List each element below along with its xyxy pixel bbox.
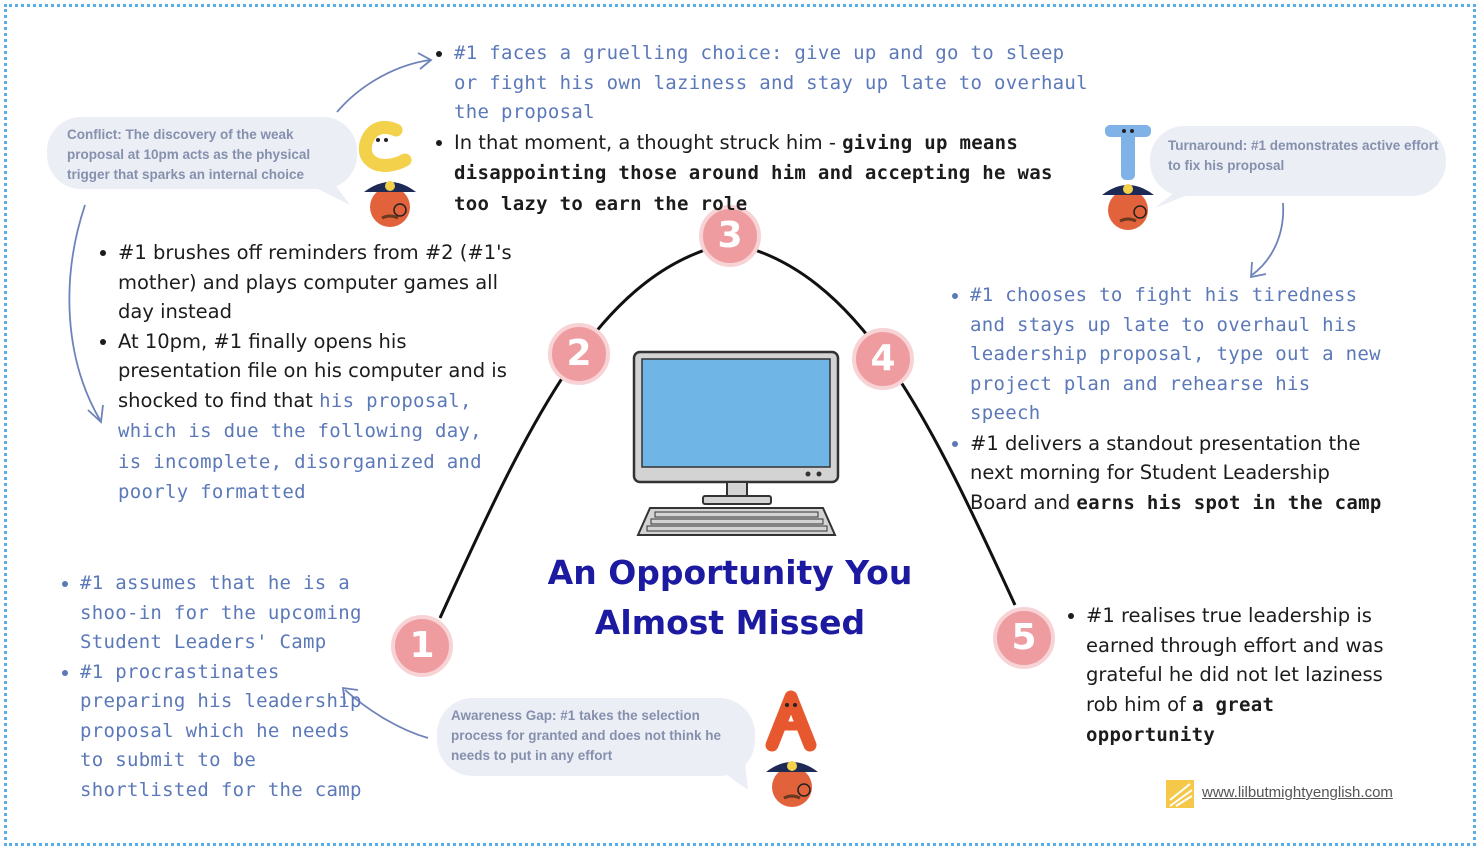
stage-4-bullet-2-plain: #1 delivers a standout presentation the … <box>970 431 1361 514</box>
detective-icon <box>1102 184 1154 230</box>
awareness-bubble <box>437 698 755 790</box>
stage-2-text: #1 brushes off reminders from #2 (#1's m… <box>100 238 515 508</box>
stage-3-bullet-2: In that moment, a thought struck him - g… <box>436 128 1096 220</box>
letter-a-character <box>765 690 817 752</box>
arrow-to-stage3 <box>336 52 433 113</box>
stage-3-bullet-2-plain: In that moment, a thought struck him - <box>454 130 843 154</box>
stage-5-circle: 5 <box>993 607 1055 669</box>
stage-2-circle: 2 <box>548 323 610 385</box>
stage-5-bullet-1: #1 realises true leadership is earned th… <box>1068 601 1408 751</box>
stage-2-bullet-2: At 10pm, #1 finally opens his presentati… <box>100 327 515 508</box>
stage-3-bullet-2-bold: giving up means disappointing those arou… <box>454 131 1053 215</box>
website-link[interactable]: www.lilbutmightyenglish.com <box>1202 784 1393 801</box>
arrow-to-stage2 <box>68 204 104 424</box>
stage-1-circle: 1 <box>391 615 453 677</box>
stage-3-text: #1 faces a gruelling choice: give up and… <box>436 39 1096 219</box>
turnaround-note: Turnaround: #1 demonstrates active effor… <box>1168 138 1439 173</box>
title-line-2: Almost Missed <box>594 603 866 642</box>
stage-5-bullet-1-plain: #1 realises true leadership is earned th… <box>1086 604 1384 716</box>
stage-3-circle: 3 <box>699 205 761 267</box>
stage-4-bullet-1: #1 chooses to fight his tiredness and st… <box>952 281 1392 429</box>
letter-c-character <box>358 121 412 172</box>
conflict-note: Conflict: The discovery of the weak prop… <box>67 127 311 182</box>
stage-1-bullet-2: #1 procrastinates preparing his leadersh… <box>62 658 367 806</box>
arrow-to-stage4 <box>1250 202 1285 279</box>
stage-4-bullet-2-bold: earns his spot in the camp <box>1076 491 1382 514</box>
logo-icon <box>1166 780 1194 808</box>
arrow-to-stage1 <box>341 686 429 739</box>
stage-2-bullet-2-plain: At 10pm, #1 finally opens his presentati… <box>118 329 507 412</box>
computer-monitor-icon <box>632 350 840 505</box>
stage-5-text: #1 realises true leadership is earned th… <box>1068 601 1408 751</box>
stage-2-bullet-2-highlight: his proposal, which is due the following… <box>118 389 482 504</box>
detective-icon <box>766 761 818 807</box>
stage-1-bullet-1: #1 assumes that he is a shoo-in for the … <box>62 569 367 658</box>
stage-3-bullet-1: #1 faces a gruelling choice: give up and… <box>436 39 1096 128</box>
letter-t-character <box>1105 125 1151 180</box>
stage-2-bullet-1: #1 brushes off reminders from #2 (#1's m… <box>100 238 515 327</box>
stage-4-circle: 4 <box>852 328 914 390</box>
awareness-note: Awareness Gap: #1 takes the selection pr… <box>451 708 722 763</box>
stage-1-text: #1 assumes that he is a shoo-in for the … <box>62 569 367 805</box>
stage-5-bullet-1-bold: a great opportunity <box>1086 693 1275 747</box>
dotted-border <box>4 4 1476 846</box>
detective-icon <box>364 181 416 227</box>
stage-4-text: #1 chooses to fight his tiredness and st… <box>952 281 1392 518</box>
title-line-1: An Opportunity You <box>547 553 913 592</box>
keyboard-icon <box>636 507 837 536</box>
diagram-title: An Opportunity You Almost Missed <box>470 548 990 648</box>
turnaround-bubble <box>1150 126 1446 208</box>
conflict-bubble <box>47 117 357 205</box>
stage-4-bullet-2: #1 delivers a standout presentation the … <box>952 429 1392 519</box>
